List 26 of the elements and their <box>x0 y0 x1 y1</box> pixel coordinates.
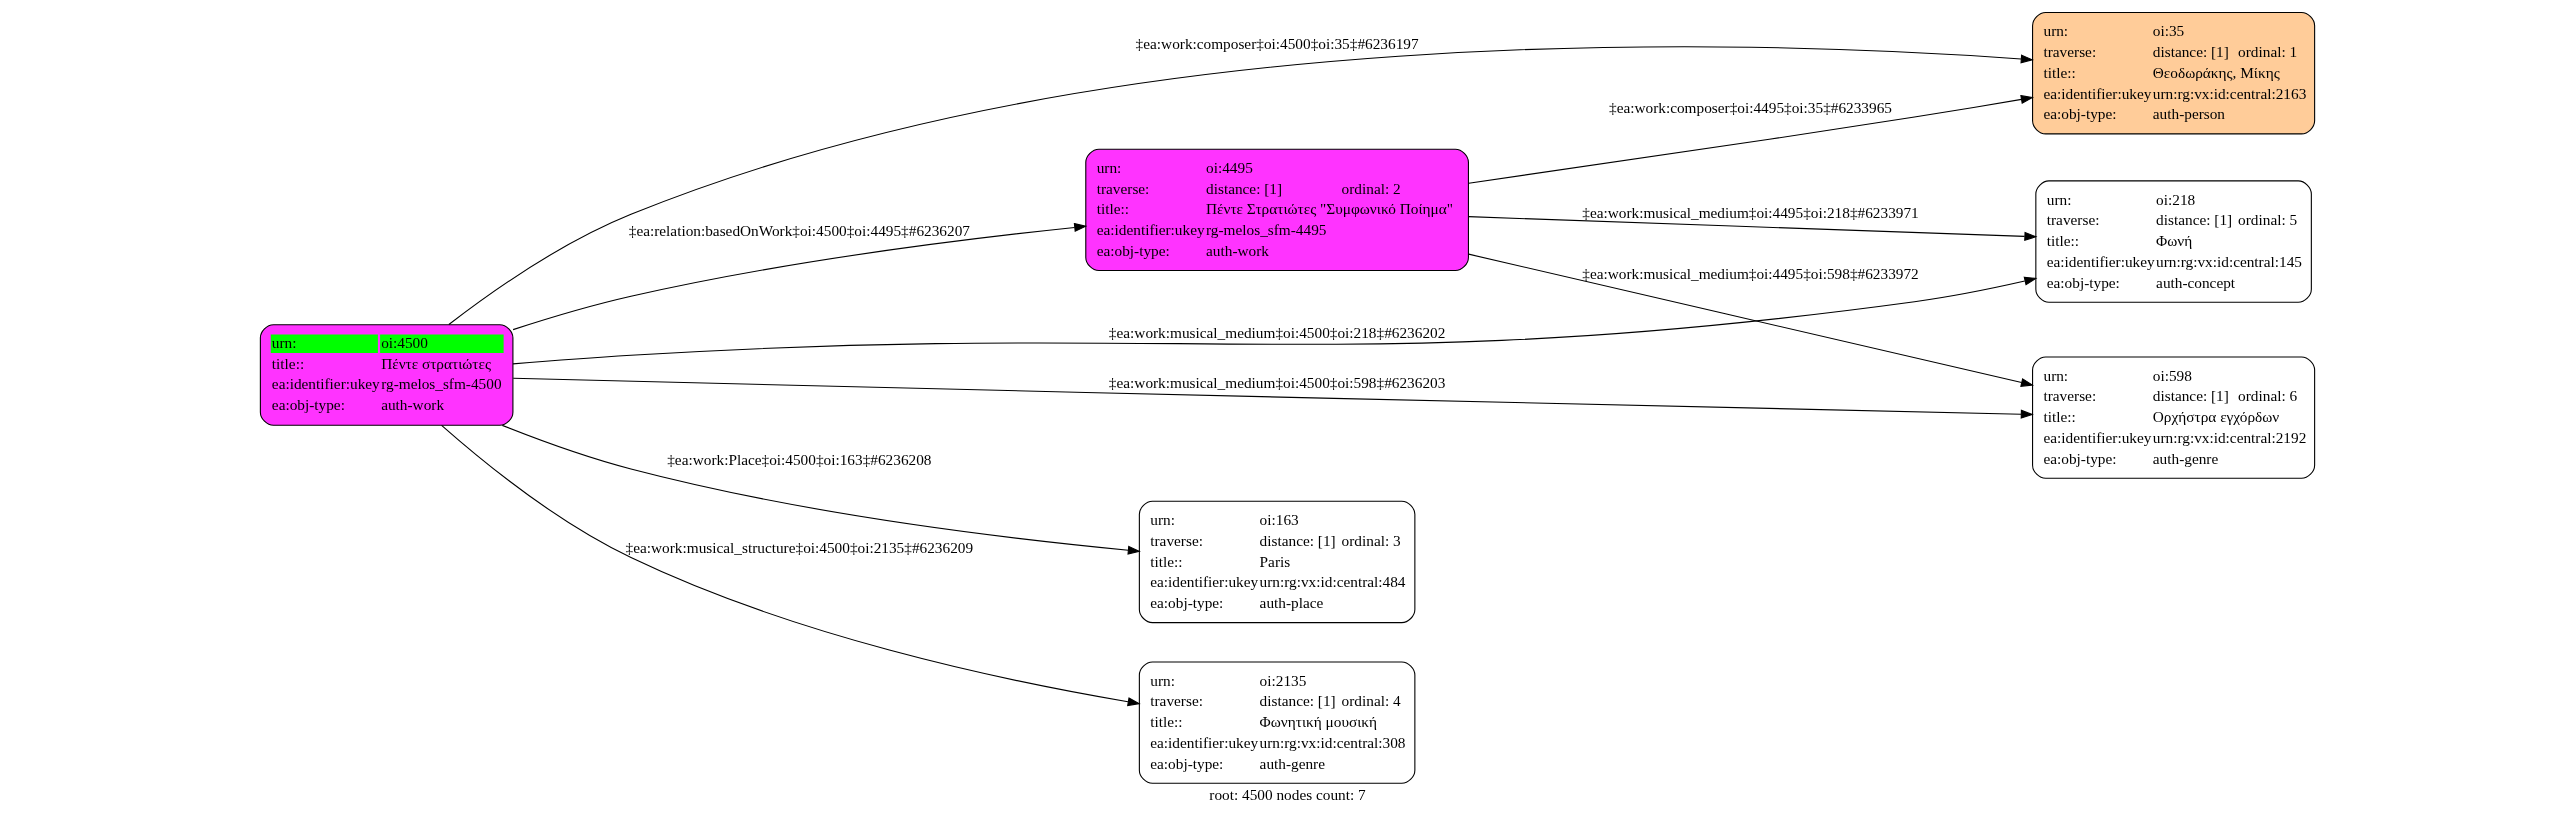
edge-label: ‡ea:work:musical_medium‡oi:4495‡oi:218‡#6233971 <box>1582 203 1919 221</box>
edge-label: ‡ea:work:Place‡oi:4500‡oi:163‡#6236208 <box>667 450 932 468</box>
node-box: urn: oi:4495 traverse: distance: [1] ordinal: 2 title:: Πέντε Στρατιώτες "Συμφωνικό Ποίημα" ea:identifier:ukeyrg-melos_sfm-4495 ea:obj-type: auth-work <box>1085 148 1469 272</box>
edge-label: ‡ea:work:composer‡oi:4495‡oi:35‡#6233965 <box>1609 98 1892 116</box>
edge-label: ‡ea:work:musical_medium‡oi:4500‡oi:218‡#6236202 <box>1108 324 1446 342</box>
caption: root: 4500 nodes count: 7 <box>1209 785 1366 803</box>
arrow <box>501 424 1141 555</box>
edge-label: ‡ea:relation:basedOnWork‡oi:4500‡oi:4495‡#6236207 <box>628 222 970 240</box>
edge-label: ‡ea:work:musical_medium‡oi:4500‡oi:598‡#6236203 <box>1108 374 1446 392</box>
arrow <box>1468 216 2038 241</box>
arrow <box>1468 253 2034 387</box>
node-box: urn: oi:218 traverse: distance: [1] ordinal: 5 title:: Φωνή ea:identifier:ukeyurn:rg:vx:id:central:145 ea:obj-type: auth-concept <box>2035 180 2312 303</box>
edge-label: ‡ea:work:musical_medium‡oi:4495‡oi:598‡#6233972 <box>1582 264 1919 282</box>
arrow <box>512 377 2034 419</box>
edge-label: ‡ea:work:composer‡oi:4500‡oi:35‡#6236197 <box>1135 35 1419 53</box>
arrow <box>1468 94 2034 184</box>
arrow <box>441 424 1141 707</box>
arrow <box>512 222 1088 331</box>
arrow <box>512 276 2038 365</box>
node-box: urn: oi:35 traverse: distance: [1] ordinal: 1 title:: Θεοδωράκης, Μίκης ea:identifier:ukeyurn:rg:vx:id:central:2163 ea:obj-type: auth-person <box>2032 12 2316 135</box>
edge-label: ‡ea:work:musical_structure‡oi:4500‡oi:2135‡#6236209 <box>625 539 974 557</box>
node-box: urn: oi:2135 traverse: distance: [1] ordinal: 4 title:: Φωνητική μουσική ea:identifier:ukeyurn:rg:vx:id:central:308 ea:obj-type: auth-genre <box>1138 661 1416 784</box>
node-box: urn: oi:598 traverse: distance: [1] ordinal: 6 title:: Ορχήστρα εγχόρδων ea:identifier:ukeyurn:rg:vx:id:central:2192 ea:obj-type: auth-genre <box>2032 356 2316 479</box>
node-box: urn: oi:163 traverse: distance: [1] ordinal: 3 title:: Paris ea:identifier:ukeyurn:rg:vx:id:central:484 ea:obj-type: auth-place <box>1138 500 1416 624</box>
node-box: urn: oi:4500 title:: Πέντε στρατιώτες ea:identifier:ukeyrg-melos_sfm-4500 ea:obj-type: auth-work <box>259 324 514 426</box>
arrow <box>448 46 2034 326</box>
